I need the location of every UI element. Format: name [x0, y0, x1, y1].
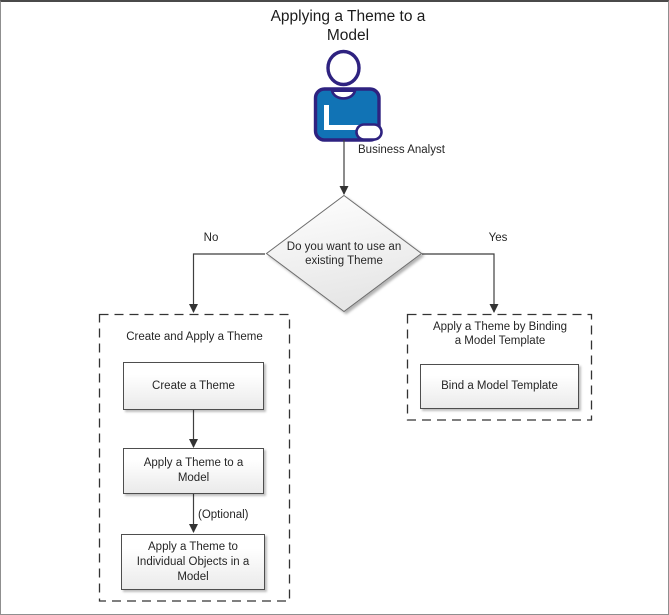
optional-label: (Optional): [198, 509, 249, 521]
connector-branch-no: [189, 253, 265, 313]
actor-head: [326, 49, 361, 87]
connector-branch-yes: [422, 253, 499, 313]
step-box-apply-theme-to-objects: Apply a Theme to Individual Objects in a…: [121, 534, 265, 590]
group-container-bind-template: [406, 313, 593, 421]
step-box-bind-model-template: Bind a Model Template: [420, 364, 579, 409]
decision-question: Do you want to use an existing Theme: [286, 241, 402, 267]
group-header-create-apply-theme: Create and Apply a Theme: [126, 331, 263, 343]
actor-collar: [330, 89, 357, 100]
step-box-apply-theme-to-model: Apply a Theme to a Model: [123, 448, 264, 494]
diagram-title: Applying a Theme to a Model: [270, 8, 426, 44]
step-box-create-theme: Create a Theme: [123, 362, 264, 410]
person-icon: [313, 49, 383, 142]
actor-label: Business Analyst: [358, 144, 445, 156]
decision-diamond: [265, 194, 423, 313]
actor-hand: [355, 123, 383, 141]
actor-arm: [324, 105, 363, 130]
group-header-bind-template: Apply a Theme by Binding a Model Templat…: [432, 321, 568, 347]
branch-label-yes: Yes: [488, 232, 508, 244]
group-container-create-apply-theme: [98, 313, 291, 602]
branch-label-no: No: [203, 232, 219, 244]
